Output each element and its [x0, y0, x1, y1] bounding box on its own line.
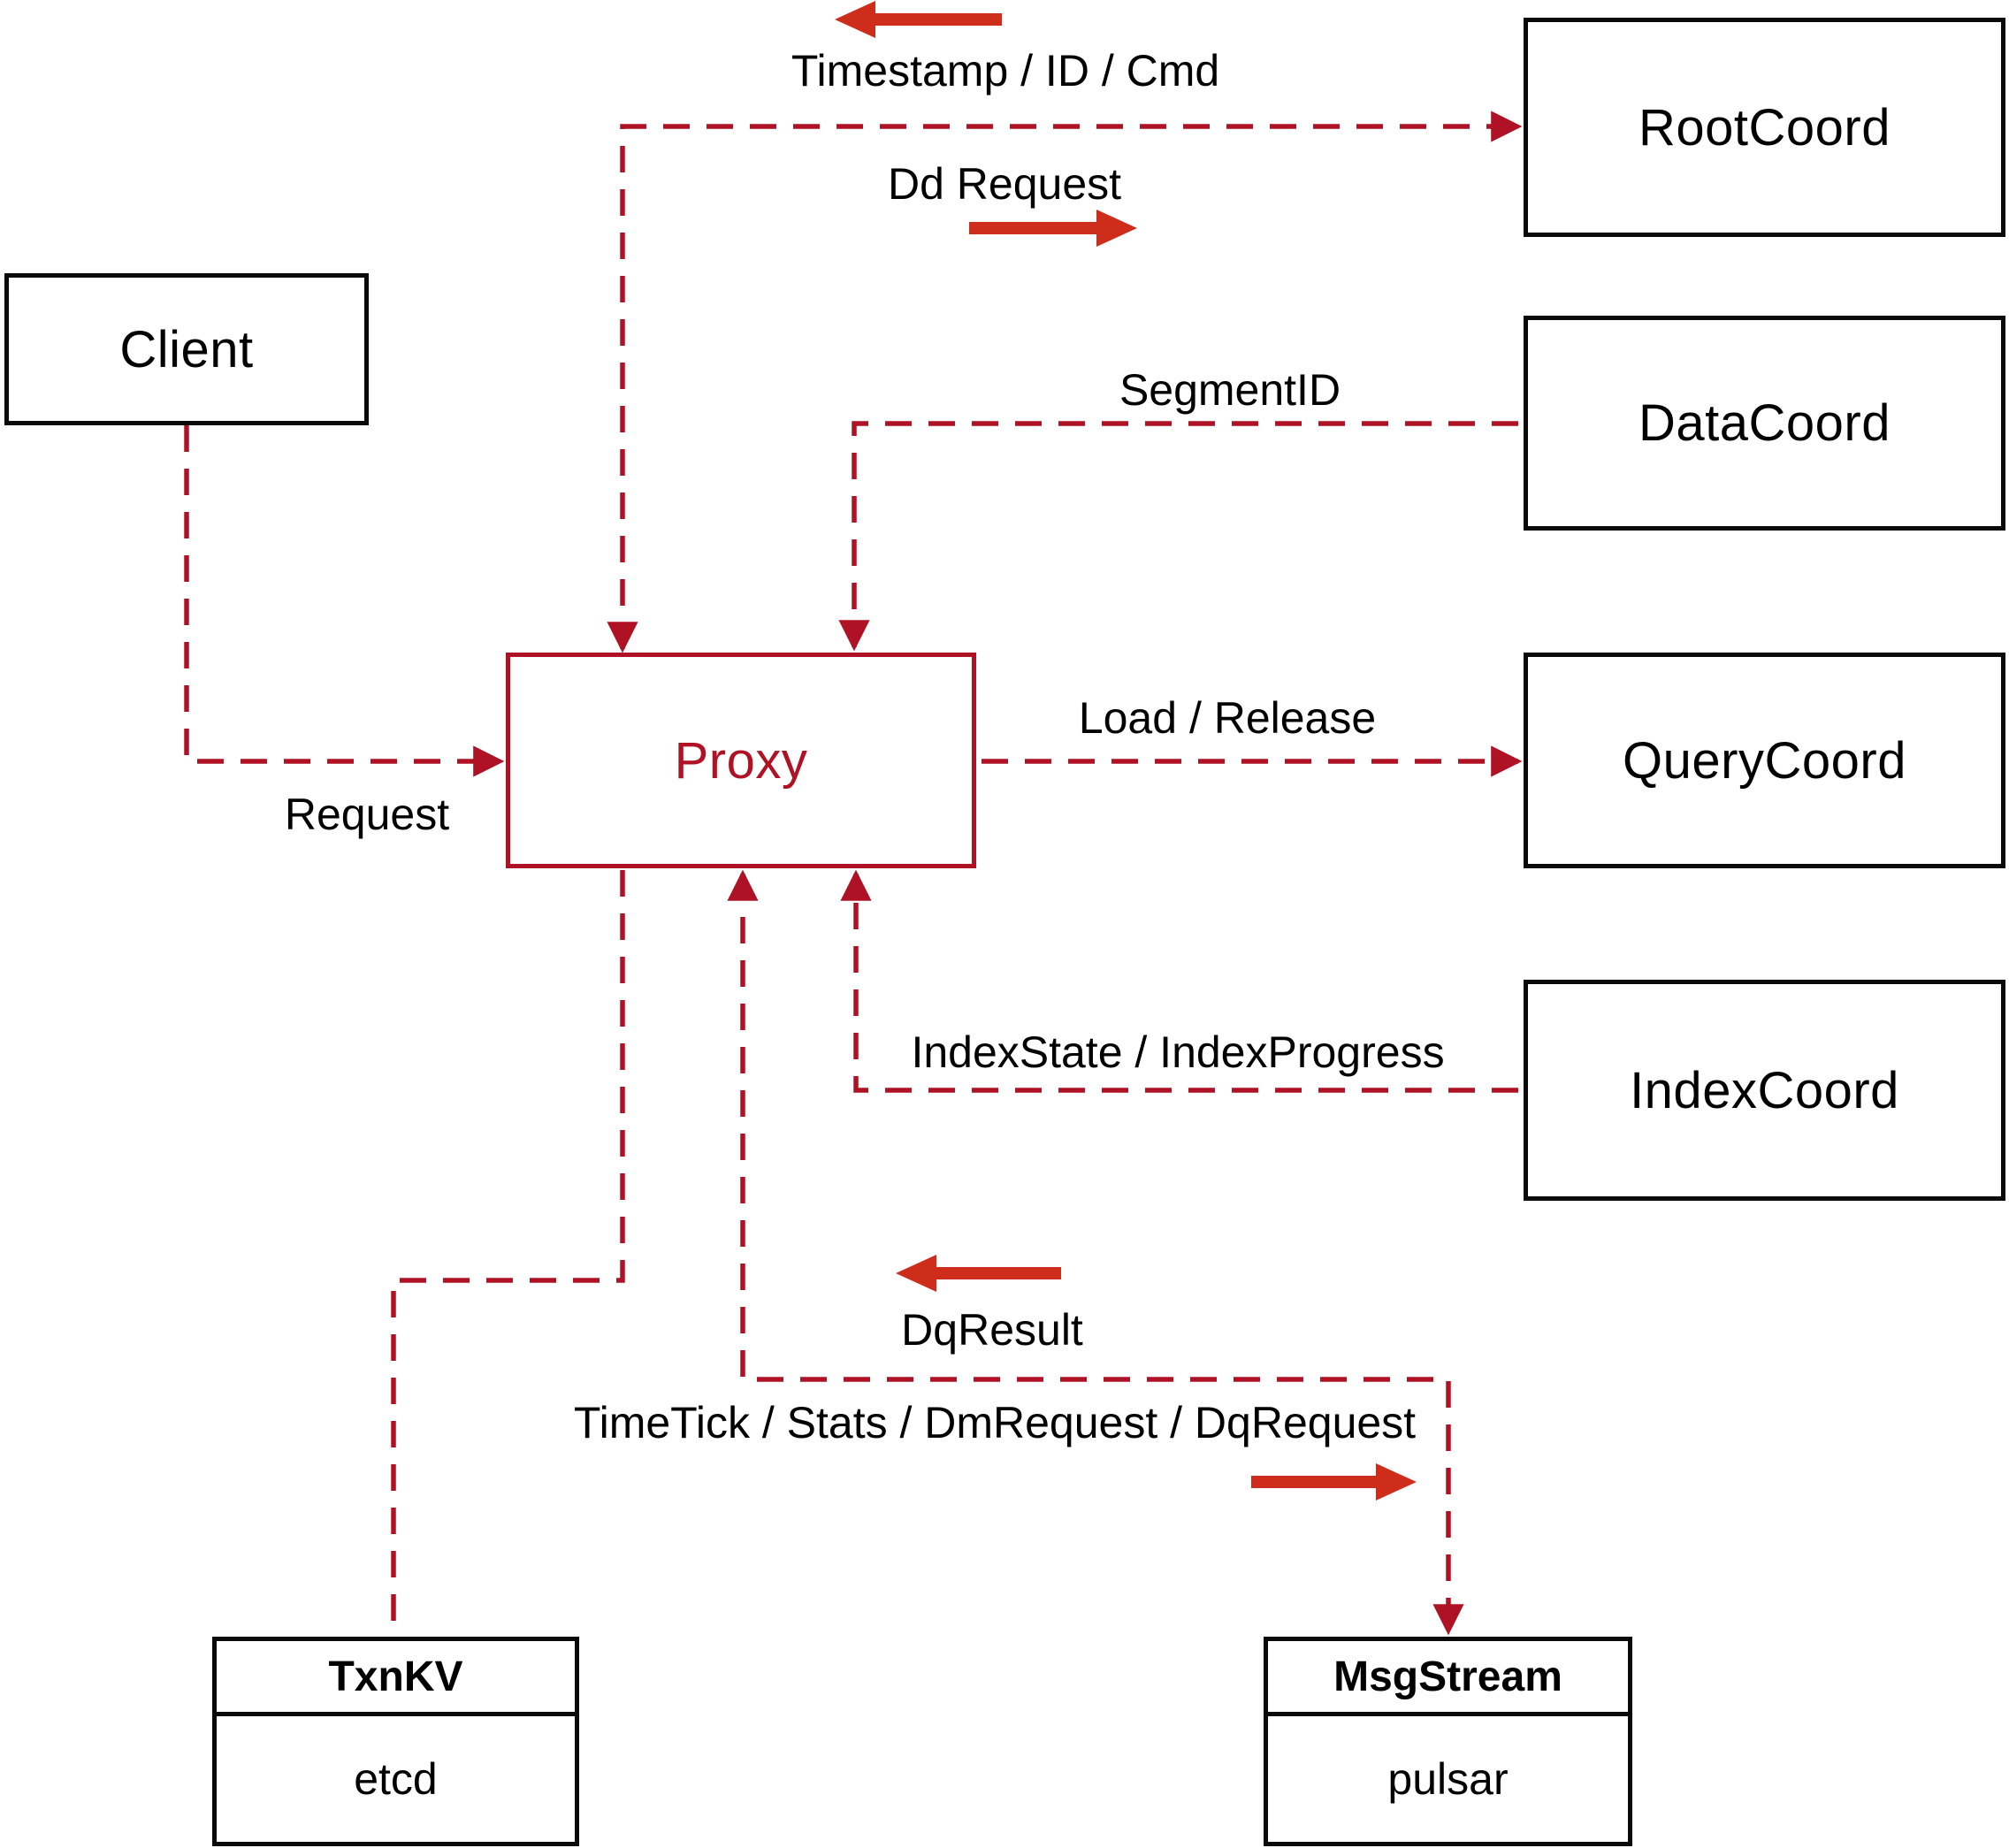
- edge-label-dq-result: DqResult: [901, 1305, 1083, 1355]
- node-proxy: Proxy: [506, 653, 976, 868]
- node-client: Client: [4, 273, 369, 425]
- edge-proxy-rootcoord: [607, 111, 1523, 653]
- node-msgstream: MsgStream pulsar: [1264, 1637, 1632, 1846]
- edge-label-time-tick: TimeTick / Stats / DmRequest / DqRequest: [573, 1398, 1417, 1447]
- edge-label-index-state: IndexState / IndexProgress: [911, 1027, 1445, 1077]
- edge-label-load-release: Load / Release: [1078, 693, 1377, 743]
- edge-proxy-to-txnkv: [391, 870, 625, 1635]
- msgstream-subtitle: pulsar: [1387, 1754, 1509, 1804]
- node-datacoord: DataCoord: [1524, 316, 2005, 531]
- arrow-left-icon: [896, 1255, 1061, 1292]
- edge-label-segment-id: SegmentID: [1119, 365, 1341, 415]
- edge-client-to-proxy: [184, 425, 505, 777]
- edge-label-request: Request: [284, 790, 450, 839]
- edge-datacoord-to-proxy: [838, 421, 1518, 652]
- node-indexcoord: IndexCoord: [1524, 980, 2005, 1201]
- node-txnkv: TxnKV etcd: [212, 1637, 579, 1846]
- txnkv-subtitle: etcd: [354, 1754, 438, 1804]
- arrow-left-icon: [835, 1, 1002, 38]
- arrow-right-icon: [1251, 1463, 1417, 1501]
- node-rootcoord: RootCoord: [1524, 18, 2005, 237]
- msgstream-title: MsgStream: [1268, 1641, 1628, 1716]
- edge-label-dd-request: Dd Request: [887, 159, 1122, 209]
- txnkv-title: TxnKV: [217, 1641, 575, 1716]
- edge-proxy-msgstream: [727, 869, 1464, 1636]
- arrow-right-icon: [969, 210, 1137, 247]
- edge-label-timestamp: Timestamp / ID / Cmd: [791, 46, 1220, 95]
- node-querycoord: QueryCoord: [1524, 653, 2005, 868]
